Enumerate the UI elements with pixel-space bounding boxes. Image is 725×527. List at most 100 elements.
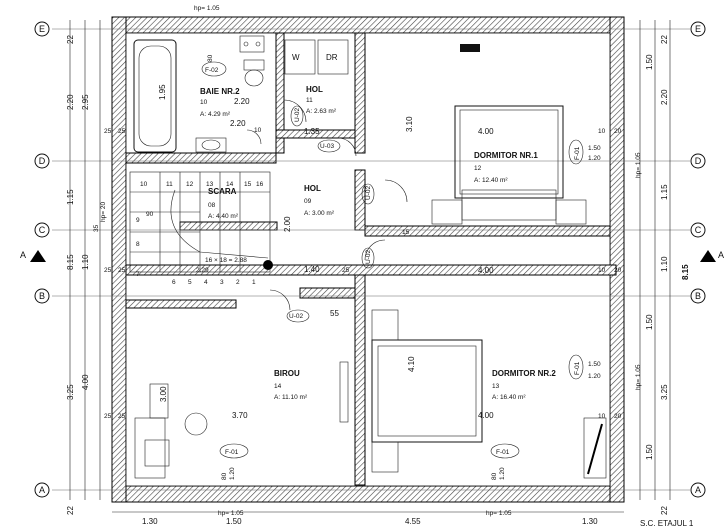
dim-right [639,20,671,500]
stair-4: 4 [204,279,208,286]
room-name: HOL [304,184,321,193]
dim-left-4: 4.00 [81,374,90,390]
stair-6: 6 [172,279,176,286]
tag-u02-top: U-02 [290,105,304,127]
dim-misc-370: 3.70 [232,411,248,420]
wall-right [609,16,625,503]
hp-bottom-right: hp= 1.05 [486,510,512,517]
dim-misc-135: 1.35 [304,127,320,136]
svg-text:U-02: U-02 [365,250,372,264]
stair-5: 5 [188,279,192,286]
dim-misc-400-b: 4.00 [478,266,494,275]
wall-bottom [111,485,625,503]
wardrobe-2 [583,417,607,479]
stair-15: 15 [244,181,252,188]
wall-int-10 [125,299,237,309]
room-area: A: 4.29 m² [200,111,231,118]
section-title: S.C. ETAJUL 1 [640,519,694,527]
bathtub [133,39,177,153]
svg-text:U-02: U-02 [294,108,301,122]
dim-misc-120-b: 1.20 [588,373,601,380]
dim-right-7: 1.50 [645,444,654,460]
dim-left-5: 22 [66,506,75,515]
stair-1: 1 [252,279,256,286]
room-birou: BIROU 14 A: 11.10 m² [274,369,308,401]
dim-misc-300: 3.00 [159,386,168,402]
dim-misc-120-c: 1.20 [229,467,236,480]
dim-misc-10-a: 25 [104,128,112,135]
dim-left-7: 1.15 [66,189,75,205]
stair-10: 10 [140,181,148,188]
dim-misc-120-d: 1.20 [499,467,506,480]
dim-left-6: 2.20 [66,94,75,110]
dim-right-3: 1.15 [660,184,669,200]
wardrobe-dr: DR [326,53,338,62]
dim-right-4: 1.10 [660,256,669,272]
dim-right-5: 1.50 [645,314,654,330]
radiator-1 [460,44,480,52]
room-number: 10 [200,99,208,106]
room-name: BAIE NR.2 [200,87,240,96]
bed-1 [431,105,587,225]
dim-misc-35: 15 [402,229,410,236]
sink [195,137,227,153]
dim-misc-25-e: 10 [598,267,606,274]
room-area: A: 4.40 m² [208,213,239,220]
svg-text:U-02: U-02 [365,186,372,200]
axis-left-c: C [39,225,46,235]
stair-12: 12 [186,181,194,188]
stair-14: 14 [226,181,234,188]
stair-16: 16 [256,181,264,188]
dim-right-9: 8.15 [681,264,690,280]
room-hol-09: HOL 09 A: 3.00 m² [304,184,335,217]
axis-left-b: B [39,291,45,301]
room-area: A: 11.10 m² [274,394,308,401]
dim-bottom-1: 1.30 [142,517,158,526]
axis-lines [52,28,690,491]
room-name: BIROU [274,369,300,378]
dim-misc-55: 55 [330,309,339,318]
stair-3: 3 [220,279,224,286]
tag-u03: U-03 [317,139,341,153]
tag-f01-right-top: F-01 [568,139,584,165]
dim-misc-10-c: 25 [104,267,112,274]
bed-2 [371,309,483,473]
wardrobe: W DR [284,39,349,75]
stair-229: 2.29 [196,267,209,274]
tag-f01-bottom-left: F-01 [219,443,249,459]
room-number: 09 [304,198,312,205]
wall-int-5 [364,225,611,237]
dim-misc-400-a: 4.00 [478,127,494,136]
room-number: 08 [208,202,216,209]
axis-left-e: E [39,24,45,34]
tag-f01-bottom-right: F-01 [490,443,520,459]
axis-bubbles: E D C B A E D C B A [34,21,706,498]
dim-misc-140: 1.40 [304,265,320,274]
dim-right-2: 2.20 [660,89,669,105]
svg-text:U-02: U-02 [289,313,303,320]
dim-misc-80-b: 90 [146,211,154,218]
dim-misc-90: 35 [93,224,100,232]
door-swings [246,99,408,311]
axis-right-e: E [695,24,701,34]
room-baie: BAIE NR.2 10 A: 4.29 m² [200,87,240,118]
dim-misc-195: 1.95 [158,84,167,100]
axis-left-a: A [39,485,45,495]
stair-9: 9 [136,217,140,224]
dim-misc-25-c: 25 [118,267,126,274]
dim-right-8: 22 [660,35,669,44]
tag-f02: F-02 [201,61,227,77]
stair-formula: 16 × 18 = 2.88 [205,257,247,264]
section-label-left: A [20,250,26,260]
hp-left: hp= 20 [100,202,107,222]
washing-machine [239,35,265,53]
dim-left-8: 1.10 [81,254,90,270]
dim-misc-150-a: 1.50 [588,145,601,152]
dim-misc-10-b: 20 [614,128,622,135]
wall-int-6 [275,129,356,139]
room-dormitor-2: DORMITOR NR.2 13 A: 16.40 m² [492,369,556,401]
svg-text:F-01: F-01 [574,361,581,375]
dim-misc-150-b: 1.50 [588,361,601,368]
axis-right-c: C [695,225,702,235]
dim-right-10: 22 [660,506,669,515]
